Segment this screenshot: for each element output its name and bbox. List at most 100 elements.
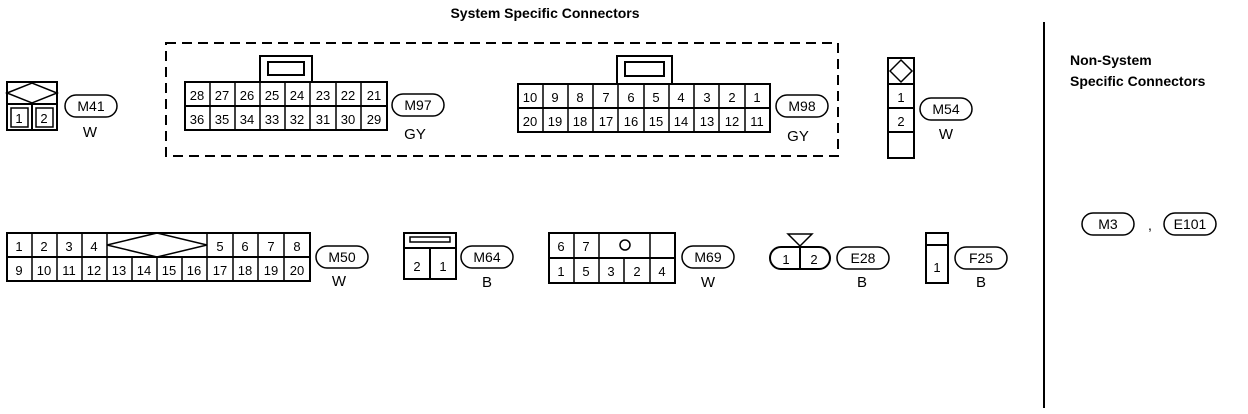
connector-tag-frame [919, 97, 973, 121]
orientation-mark [619, 239, 631, 251]
connector-color: W [83, 124, 98, 141]
pin-label: 8 [576, 90, 583, 105]
pin-label: 7 [602, 90, 609, 105]
pin-label: 1 [439, 259, 446, 274]
separator: , [1148, 217, 1152, 233]
pin-label: 7 [267, 239, 274, 254]
pin-label: 16 [187, 263, 201, 278]
pin-label: 2 [633, 264, 640, 279]
pin-label: 3 [65, 239, 72, 254]
connector-m50: 1 2 3 4 5 6 7 8 9 10 11 12 13 14 15 16 1… [6, 232, 369, 290]
connector-color: W [939, 126, 954, 143]
pin-label: 1 [15, 239, 22, 254]
pin-label: 26 [240, 88, 254, 103]
system-specific-group-frame [165, 42, 839, 157]
connector-id: M97 [404, 97, 431, 113]
pin-label: 2 [40, 239, 47, 254]
pin-label: 4 [90, 239, 97, 254]
connector-id: M98 [788, 98, 815, 114]
pin-label: 16 [624, 114, 638, 129]
pin-label: 5 [652, 90, 659, 105]
connector-id: F25 [969, 250, 993, 266]
pin-label: 8 [293, 239, 300, 254]
pin-label: 28 [190, 88, 204, 103]
pin-label: 31 [316, 112, 330, 127]
pin-label: 2 [897, 114, 904, 129]
connector-id: M41 [77, 98, 104, 114]
pin-label: 3 [607, 264, 614, 279]
pin-label: 2 [728, 90, 735, 105]
pin-label: 17 [599, 114, 613, 129]
non-system-title-line2: Specific Connectors [1070, 73, 1206, 89]
connector-e28: 1 2 E28 B [769, 233, 890, 291]
connector-color: B [857, 274, 867, 291]
pin-label: 6 [627, 90, 634, 105]
pin-label: 1 [933, 260, 940, 275]
connector-tag-frame [391, 93, 445, 117]
connector-tag-frame [775, 94, 829, 118]
connector-tag-frame [315, 245, 369, 269]
pin-label: 19 [548, 114, 562, 129]
pin-label: 15 [649, 114, 663, 129]
connector-color: W [701, 274, 716, 291]
pin-label: 14 [674, 114, 688, 129]
pin-label: 2 [810, 252, 817, 267]
connector-tag-frame [954, 246, 1008, 270]
connector-color: GY [787, 128, 809, 145]
pin-label: 22 [341, 88, 355, 103]
connector-color: B [976, 274, 986, 291]
connector-color: B [482, 274, 492, 291]
connector-id: E28 [851, 250, 876, 266]
diagram-title: System Specific Connectors [450, 5, 639, 21]
connector-tag-frame [1081, 212, 1135, 236]
pin-label: 12 [725, 114, 739, 129]
connector-tag-frame [681, 245, 735, 269]
pin-label: 1 [753, 90, 760, 105]
pin-label: 18 [573, 114, 587, 129]
pin-label: 1 [15, 111, 22, 126]
connector-m98: 10 9 8 7 6 5 4 3 2 1 20 19 18 17 16 15 1… [517, 55, 829, 145]
pin-label: 35 [215, 112, 229, 127]
connector-id: M50 [328, 249, 355, 265]
connector-tag-frame [836, 246, 890, 270]
pin-label: 10 [523, 90, 537, 105]
pin-label: 9 [551, 90, 558, 105]
pin-label: 24 [290, 88, 304, 103]
connector-tag-frame [1163, 212, 1217, 236]
pin-label: 5 [216, 239, 223, 254]
pin-label: 27 [215, 88, 229, 103]
pin-label: 12 [87, 263, 101, 278]
pin-label: 29 [367, 112, 381, 127]
pin-label: 9 [15, 263, 22, 278]
pin-label: 18 [238, 263, 252, 278]
pin-label: 30 [341, 112, 355, 127]
pin-label: 20 [523, 114, 537, 129]
pin-label: 1 [782, 252, 789, 267]
connector-m41: 1 2 M41 W [4, 81, 118, 141]
connector-color: GY [404, 126, 426, 143]
connector-id-m3: M3 [1098, 216, 1118, 232]
pin-label: 11 [62, 263, 76, 278]
pin-label: 33 [265, 112, 279, 127]
pin-label: 4 [658, 264, 665, 279]
connector-id: M69 [694, 249, 721, 265]
pin-label: 6 [241, 239, 248, 254]
pin-label: 21 [367, 88, 381, 103]
connector-f25: 1 F25 B [925, 232, 1008, 291]
non-system-connectors: M3 , E101 [1081, 212, 1217, 236]
connector-id-e101: E101 [1174, 216, 1207, 232]
pin-label: 17 [213, 263, 227, 278]
pin-label: 32 [290, 112, 304, 127]
pin-label: 34 [240, 112, 254, 127]
pin-label: 11 [750, 114, 764, 129]
pin-label: 20 [290, 263, 304, 278]
pin-label: 13 [112, 263, 126, 278]
pin-label: 3 [703, 90, 710, 105]
pin-label: 6 [557, 239, 564, 254]
pin-label: 25 [265, 88, 279, 103]
pin-label: 2 [40, 111, 47, 126]
connector-m69: 6 7 1 5 3 2 4 M69 W [548, 232, 735, 291]
connector-m97: 28 27 26 25 24 23 22 21 36 35 34 33 32 3… [184, 55, 445, 143]
pin-label: 7 [582, 239, 589, 254]
